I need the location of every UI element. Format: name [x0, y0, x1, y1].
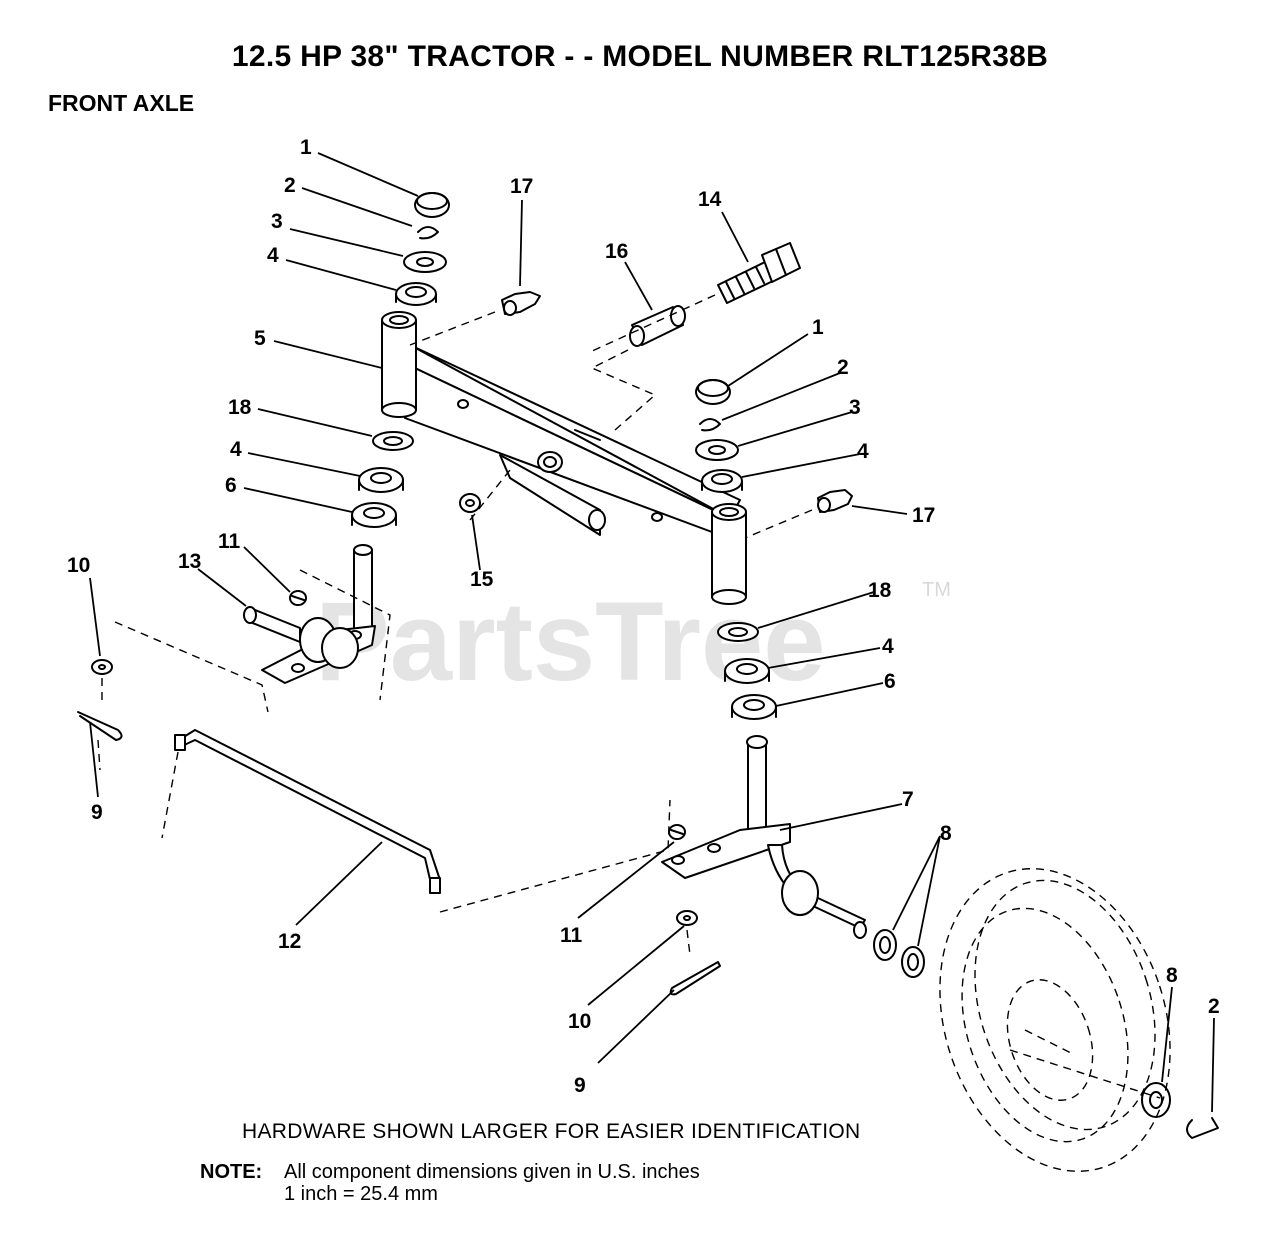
watermark: PartsTree — [315, 579, 826, 704]
right-axle-tube — [711, 503, 747, 605]
callout-17b: 17 — [912, 504, 935, 527]
leader-lines — [89, 152, 1215, 1113]
right-grease-fitting-11 — [668, 824, 686, 840]
diagram-title: 12.5 HP 38" TRACTOR - - MODEL NUMBER RLT… — [231, 40, 1049, 73]
spacer-washer-8a — [873, 929, 897, 961]
callout-8b: 8 — [1166, 964, 1178, 987]
callout-17a: 17 — [510, 175, 533, 198]
left-axle-tube — [381, 311, 417, 418]
hardware-note: HARDWARE SHOWN LARGER FOR EASIER IDENTIF… — [242, 1120, 861, 1143]
right-retaining-ring — [699, 418, 721, 432]
tie-rod — [174, 729, 441, 894]
dash-left-pivot — [299, 569, 391, 701]
left-washer-18 — [372, 431, 414, 451]
callout-1a: 1 — [300, 136, 312, 159]
callout-labels: 1 2 3 4 5 18 4 6 17 16 14 1 2 3 4 17 15 … — [67, 136, 1220, 1097]
dash-left-arm — [114, 621, 269, 713]
pivot-bolt-14 — [717, 242, 801, 304]
dash-tie-rod-left — [161, 751, 179, 839]
callout-11a: 11 — [218, 530, 241, 553]
right-bearing-6 — [731, 694, 777, 720]
trademark: TM — [922, 579, 951, 601]
callout-2a: 2 — [284, 174, 296, 197]
left-grease-fitting-11 — [289, 590, 307, 606]
callout-9b: 9 — [574, 1074, 586, 1097]
callout-10a: 10 — [67, 554, 90, 577]
left-bearing-4 — [395, 282, 437, 306]
left-washer-10 — [91, 659, 113, 675]
callout-18a: 18 — [228, 396, 252, 419]
dash-tie-rod-right — [439, 799, 671, 913]
left-cap — [414, 192, 450, 218]
callout-4a: 4 — [267, 244, 279, 267]
note-label: NOTE: — [200, 1161, 263, 1183]
callout-15: 15 — [470, 568, 494, 591]
right-cap — [695, 379, 731, 405]
dash-pin-left — [97, 739, 101, 771]
callout-16: 16 — [605, 240, 628, 263]
right-bearing-4b — [724, 658, 770, 684]
front-wheel — [939, 868, 1171, 1172]
dash-nut — [469, 469, 511, 521]
right-washer-10 — [676, 910, 698, 926]
callout-7: 7 — [902, 788, 914, 811]
left-spindle — [243, 544, 376, 684]
right-spindle — [661, 735, 867, 939]
dimension-note: NOTE: All component dimensions given in U… — [200, 1161, 700, 1205]
section-title: FRONT AXLE — [48, 90, 195, 116]
callout-6b: 6 — [884, 670, 896, 693]
callout-2c: 2 — [1208, 995, 1220, 1018]
axle-beam — [397, 344, 741, 536]
callout-4b: 4 — [230, 438, 242, 461]
callout-14: 14 — [698, 188, 722, 211]
spacer-washer-8b — [901, 946, 925, 978]
left-bearing-6 — [351, 502, 397, 528]
callout-8a: 8 — [940, 822, 952, 845]
callout-10b: 10 — [568, 1010, 591, 1033]
left-bearing-4b — [358, 467, 404, 493]
callout-3a: 3 — [271, 210, 283, 233]
hub-washer-8 — [1141, 1082, 1171, 1118]
callout-18b: 18 — [868, 579, 892, 602]
callout-2b: 2 — [837, 356, 849, 379]
callout-1b: 1 — [812, 316, 824, 339]
right-washer-3 — [695, 439, 739, 461]
right-bearing-4 — [701, 469, 743, 493]
dash-sleeve — [590, 349, 657, 431]
callout-11b: 11 — [560, 924, 583, 947]
left-cotter-pin-9 — [77, 711, 123, 741]
callout-9a: 9 — [91, 801, 103, 824]
callout-12: 12 — [278, 930, 301, 953]
hub-retainer-2 — [1186, 1117, 1219, 1139]
note-line-1: All component dimensions given in U.S. i… — [284, 1161, 700, 1183]
dash-bolt — [589, 294, 716, 353]
left-washer-3 — [403, 251, 447, 273]
dash-washer-right — [686, 929, 691, 956]
note-line-2: 1 inch = 25.4 mm — [284, 1183, 438, 1205]
callout-4d: 4 — [882, 635, 894, 658]
callout-13: 13 — [178, 550, 201, 573]
dash-fitting-left — [409, 311, 496, 346]
callout-5: 5 — [254, 327, 266, 350]
callout-3b: 3 — [849, 396, 861, 419]
dash-fitting-right — [744, 509, 813, 539]
callout-6a: 6 — [225, 474, 237, 497]
left-retaining-ring — [417, 226, 439, 240]
right-cotter-pin-9 — [669, 961, 721, 996]
grease-fitting-17-left — [501, 291, 541, 316]
locknut-15 — [459, 493, 481, 513]
pivot-sleeve-16 — [629, 305, 686, 347]
callout-4c: 4 — [857, 440, 869, 463]
right-washer-18 — [717, 622, 759, 642]
grease-fitting-17-right — [817, 489, 853, 513]
